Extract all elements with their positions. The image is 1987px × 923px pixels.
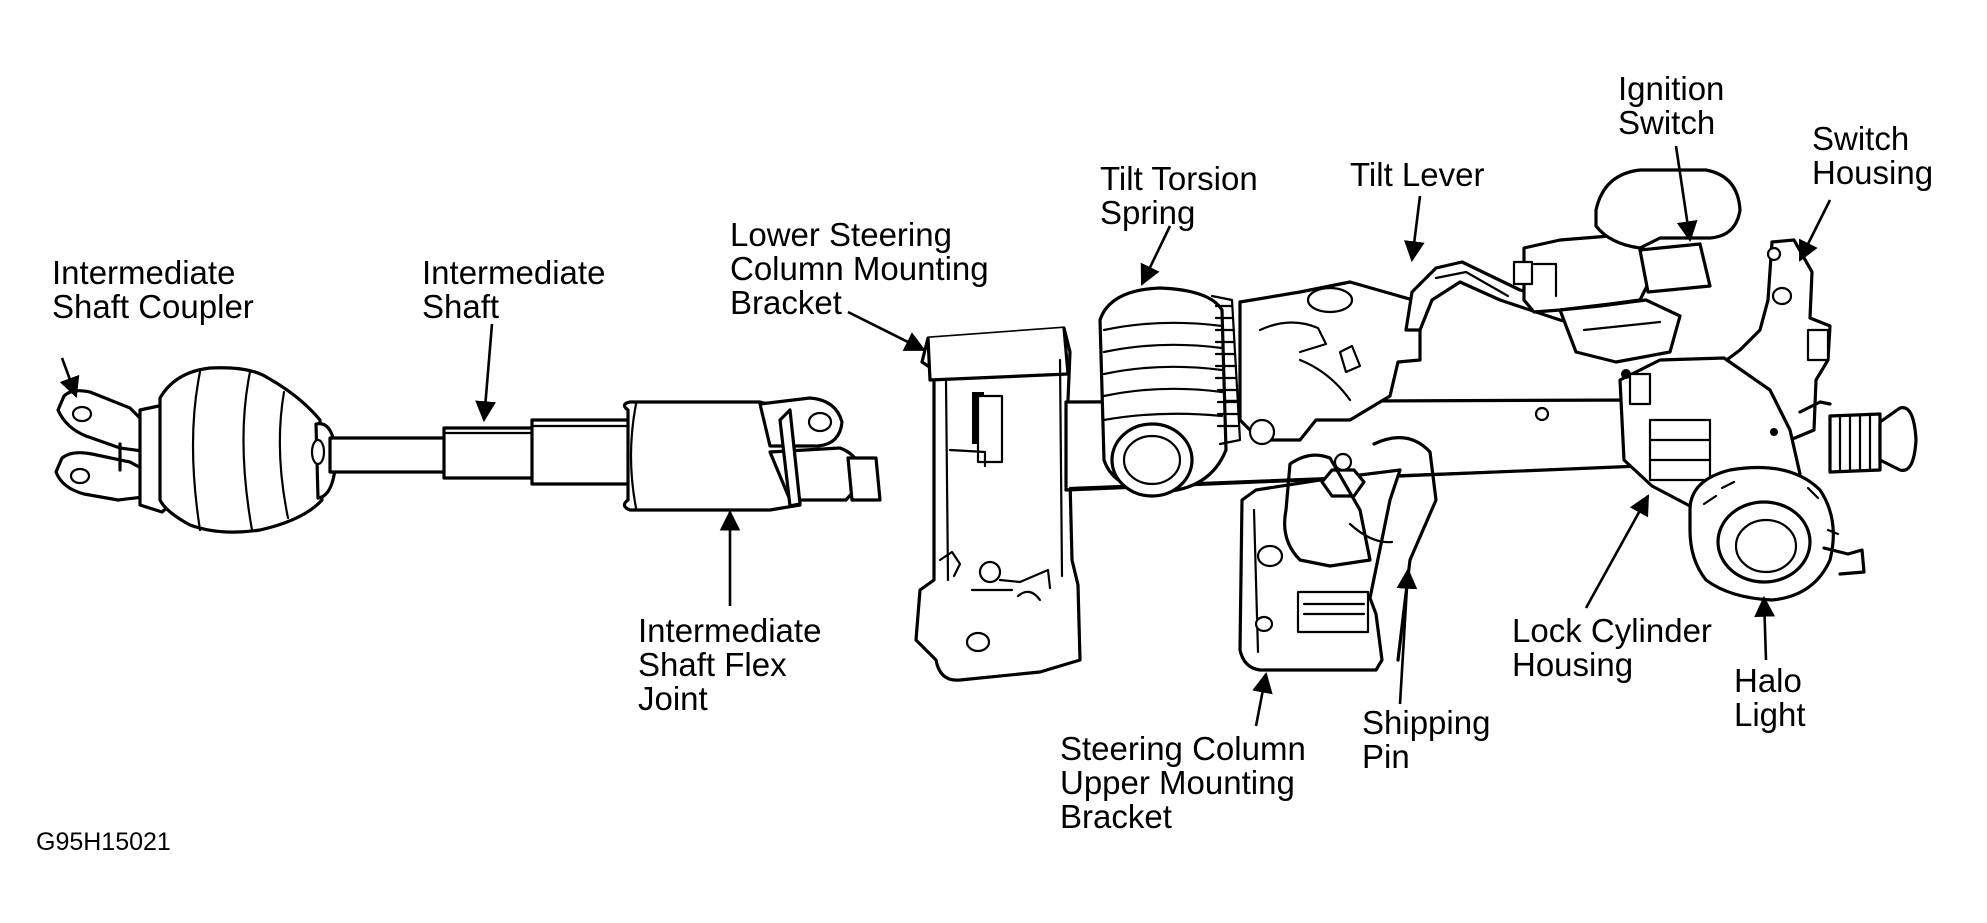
halo-light-part — [1688, 465, 1866, 602]
intermediate-shaft-flex-joint-part — [622, 396, 882, 512]
upper-mounting-bracket-part — [1238, 280, 1438, 672]
ignition-switch-part — [1512, 168, 1742, 364]
arrow-upper-mounting-bracket — [1252, 671, 1273, 727]
label-switch-housing: Switch Housing — [1812, 120, 1934, 191]
label-intermediate-shaft-flex-joint: Intermediate Shaft Flex Joint — [638, 612, 822, 717]
arrow-shipping-pin — [1396, 567, 1418, 705]
label-tilt-lever: Tilt Lever — [1350, 156, 1485, 193]
label-steering-column-upper-mounting-bracket: Steering Column Upper Mounting Bracket — [1060, 730, 1306, 835]
label-ignition-switch: Ignition Switch — [1618, 70, 1725, 141]
tilt-torsion-spring-part — [1098, 286, 1242, 498]
label-halo-light: Halo Light — [1734, 662, 1806, 733]
intermediate-shaft-part — [328, 418, 634, 486]
label-intermediate-shaft: Intermediate Shaft — [422, 254, 606, 325]
arrow-tilt-torsion-spring — [1140, 225, 1172, 286]
arrow-intermediate-shaft — [475, 323, 496, 423]
label-lower-steering-column-mounting-bracket: Lower Steering Column Mounting Bracket — [730, 216, 989, 321]
arrow-halo-light — [1754, 595, 1775, 661]
figure-id: G95H15021 — [36, 828, 171, 856]
arrow-lock-cylinder-housing — [1584, 494, 1650, 609]
arrow-ignition-switch — [1674, 145, 1698, 243]
label-tilt-torsion-spring: Tilt Torsion Spring — [1100, 160, 1258, 231]
intermediate-shaft-coupler-part — [54, 366, 338, 534]
arrow-switch-housing — [1798, 199, 1832, 262]
arrow-tilt-lever — [1404, 195, 1425, 263]
label-lock-cylinder-housing: Lock Cylinder Housing — [1512, 612, 1712, 683]
arrow-intermediate-shaft-coupler — [59, 357, 80, 398]
label-shipping-pin: Shipping Pin — [1362, 704, 1491, 775]
lower-mounting-bracket-part — [914, 326, 1082, 682]
leader-arrows — [59, 145, 1832, 727]
label-intermediate-shaft-coupler: Intermediate Shaft Coupler — [52, 254, 254, 325]
arrow-lower-mounting-bracket — [847, 310, 926, 352]
